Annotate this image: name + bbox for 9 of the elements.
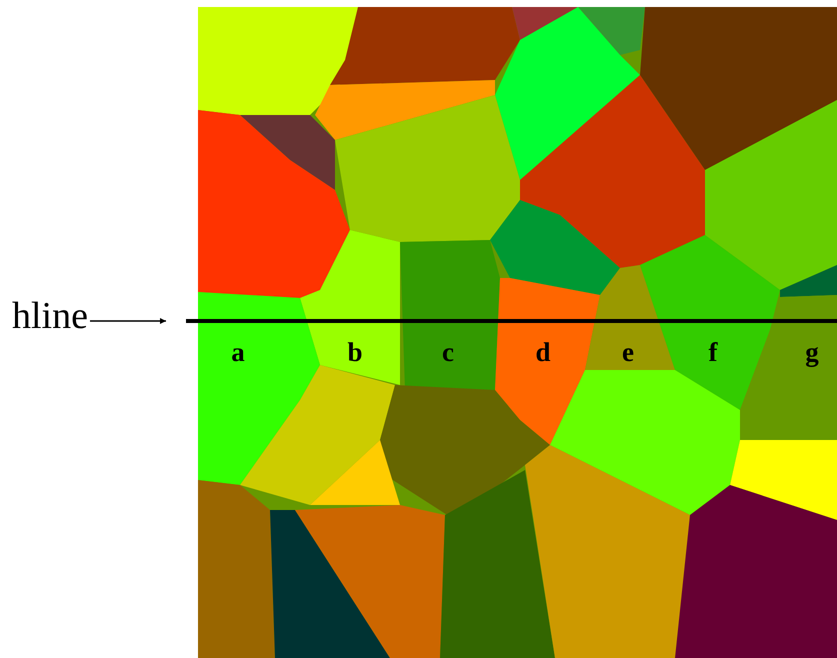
line-label: hline — [12, 294, 88, 338]
cell-letter: e — [622, 336, 634, 368]
cell-letter: a — [231, 336, 245, 368]
cell-letter: f — [708, 336, 718, 368]
cell-letter: c — [442, 336, 454, 368]
cell-letter: g — [805, 336, 819, 368]
arrow — [90, 318, 166, 324]
cell-letter: b — [347, 336, 363, 368]
cell-letter: d — [535, 336, 551, 368]
